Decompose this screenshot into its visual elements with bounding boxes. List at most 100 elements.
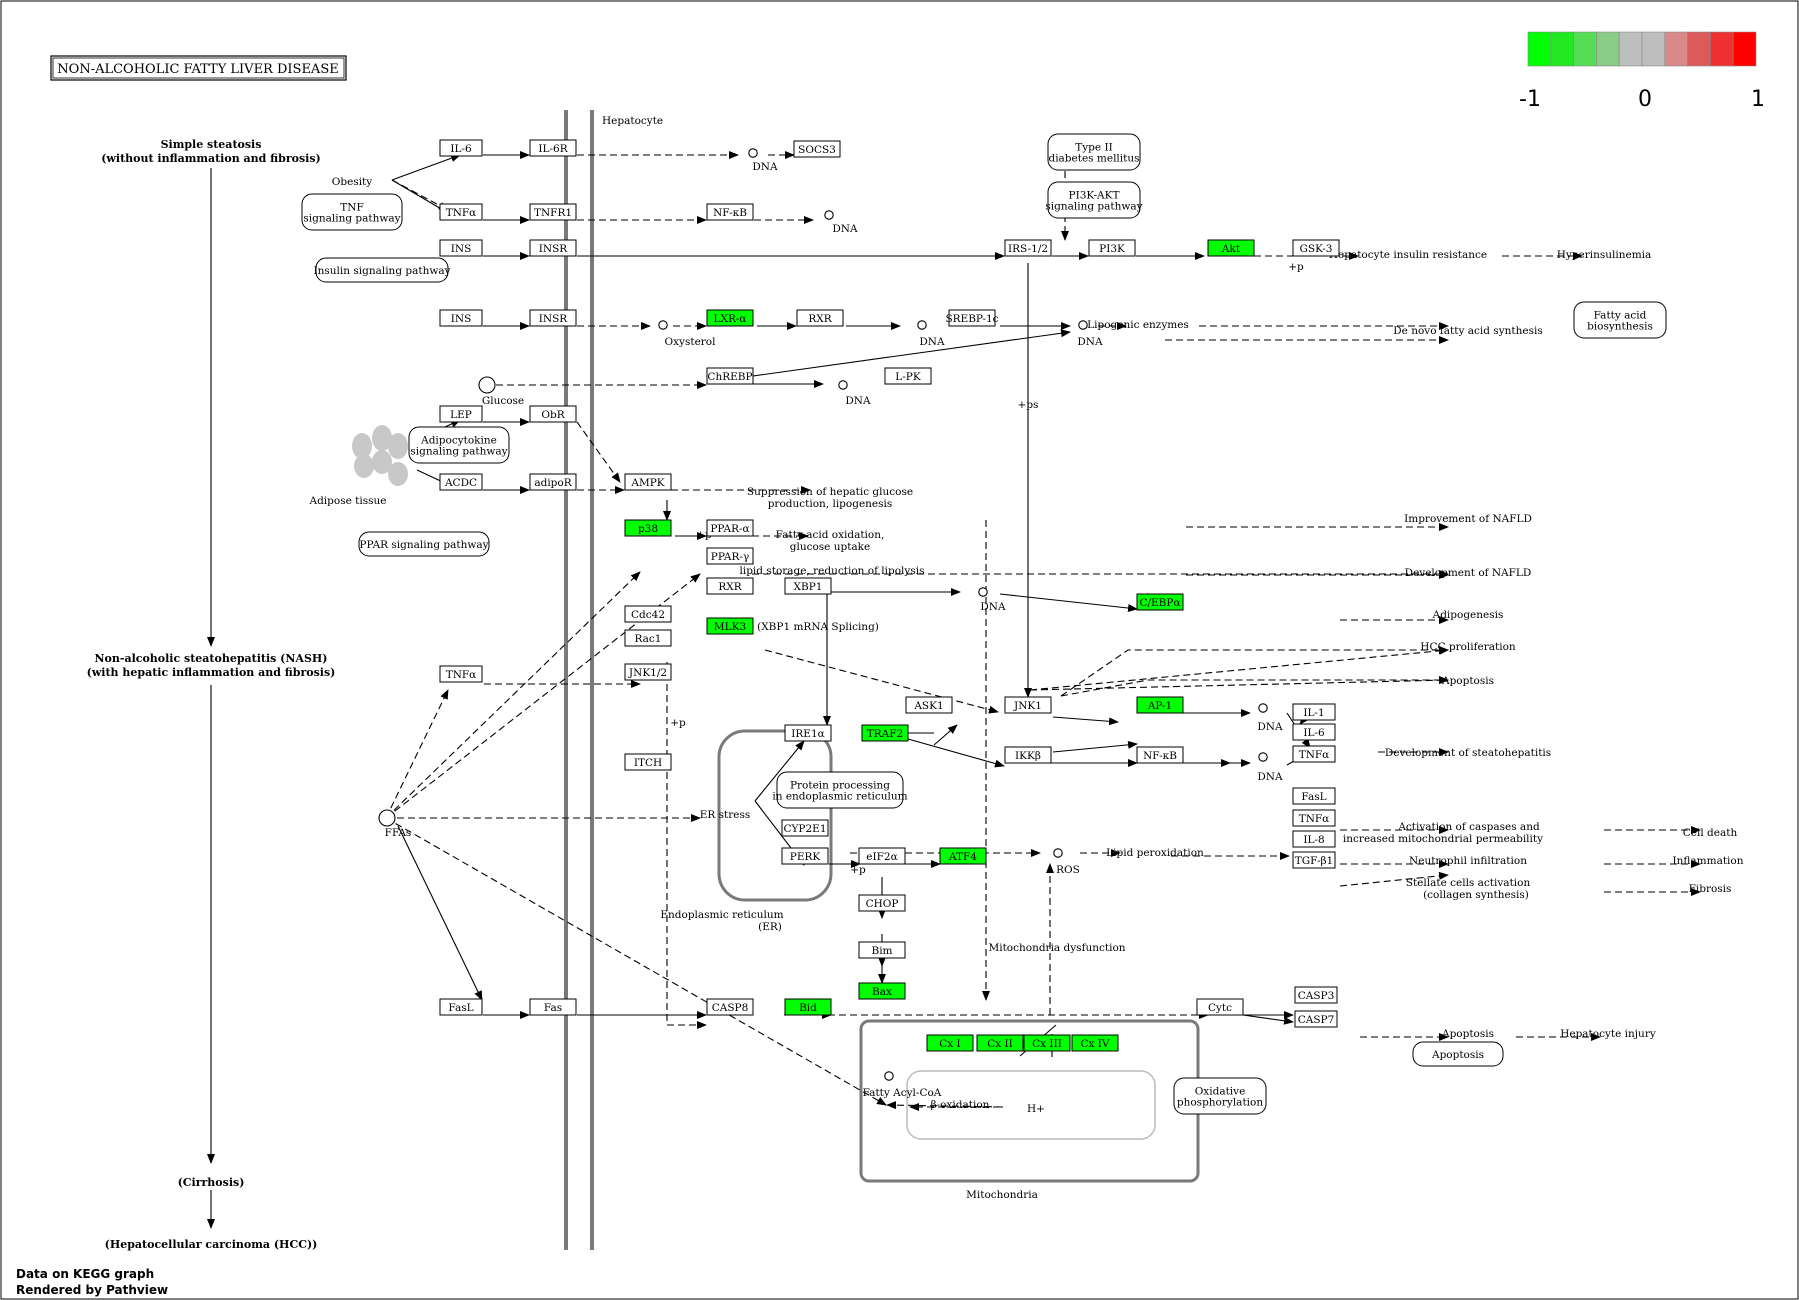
pathway-link-label[interactable]: signaling pathway <box>410 446 507 458</box>
gene-node[interactable]: Cytc <box>1196 998 1244 1016</box>
gene-node[interactable]: INSR <box>529 239 577 257</box>
gene-node[interactable]: ACDC <box>439 473 483 491</box>
gene-node[interactable]: Cx IV <box>1071 1034 1119 1052</box>
pathway-link-label[interactable]: in endoplasmic reticulum <box>772 791 907 803</box>
gene-node[interactable]: IL-8 <box>1292 830 1336 848</box>
gene-box[interactable] <box>858 847 906 865</box>
gene-node[interactable]: Rac1 <box>624 629 672 647</box>
gene-box[interactable] <box>624 473 672 491</box>
gene-node[interactable]: PPAR-α <box>706 519 754 537</box>
gene-box[interactable] <box>1294 1010 1338 1028</box>
gene-node[interactable]: ASK1 <box>905 696 953 714</box>
gene-node[interactable]: IL-6 <box>439 139 483 157</box>
compound-node[interactable] <box>748 148 758 158</box>
pathway-link-label[interactable]: diabetes mellitus <box>1048 153 1139 165</box>
gene-box[interactable] <box>1136 696 1184 714</box>
gene-node[interactable]: TNFα <box>439 203 483 221</box>
gene-box[interactable] <box>1292 723 1336 741</box>
gene-box[interactable] <box>439 405 483 423</box>
gene-box[interactable] <box>439 139 483 157</box>
gene-box[interactable] <box>439 203 483 221</box>
gene-box[interactable] <box>1292 745 1336 763</box>
gene-node[interactable]: CYP2E1 <box>781 819 829 837</box>
compound-node[interactable] <box>884 1071 894 1081</box>
gene-box[interactable] <box>1004 746 1052 764</box>
gene-node[interactable]: TNFα <box>1292 745 1336 763</box>
gene-box[interactable] <box>1292 239 1340 257</box>
gene-box[interactable] <box>439 998 483 1016</box>
gene-node[interactable]: IKKβ <box>1004 746 1052 764</box>
gene-node[interactable]: LXR-α <box>706 309 754 327</box>
gene-box[interactable] <box>784 724 832 742</box>
gene-box[interactable] <box>624 519 672 537</box>
gene-box[interactable] <box>796 309 844 327</box>
gene-box[interactable] <box>706 617 754 635</box>
gene-node[interactable]: FasL <box>1292 787 1336 805</box>
gene-node[interactable]: TNFα <box>439 665 483 683</box>
compound-node[interactable] <box>978 587 988 597</box>
gene-box[interactable] <box>1088 239 1136 257</box>
compound-node[interactable] <box>1078 320 1088 330</box>
gene-box[interactable] <box>784 577 832 595</box>
gene-node[interactable]: Cx I <box>926 1034 974 1052</box>
gene-box[interactable] <box>624 605 672 623</box>
pathway-link-box[interactable] <box>1412 1041 1504 1067</box>
gene-box[interactable] <box>439 239 483 257</box>
gene-node[interactable]: IL-6R <box>529 139 577 157</box>
gene-box[interactable] <box>706 519 754 537</box>
gene-box[interactable] <box>1136 746 1184 764</box>
gene-node[interactable]: TRAF2 <box>861 724 909 742</box>
gene-box[interactable] <box>1292 851 1336 869</box>
gene-box[interactable] <box>861 724 909 742</box>
gene-box[interactable] <box>884 367 932 385</box>
gene-node[interactable]: Cx II <box>976 1034 1024 1052</box>
compound-node[interactable] <box>1258 703 1268 713</box>
gene-box[interactable] <box>706 367 754 385</box>
gene-box[interactable] <box>529 239 577 257</box>
pathway-link-label[interactable]: PI3K-AKT <box>1069 190 1120 202</box>
gene-box[interactable] <box>706 203 754 221</box>
gene-node[interactable]: CHOP <box>858 894 906 912</box>
gene-node[interactable]: Cx III <box>1023 1034 1071 1052</box>
gene-box[interactable] <box>1004 239 1052 257</box>
pathway-link-box[interactable] <box>315 257 449 283</box>
pathway-link-label[interactable]: phosphorylation <box>1177 1097 1263 1109</box>
gene-box[interactable] <box>624 663 672 681</box>
pathway-link-label[interactable]: Adipocytokine <box>420 435 497 447</box>
gene-box[interactable] <box>439 473 483 491</box>
gene-box[interactable] <box>706 309 754 327</box>
pathway-link-label[interactable]: Protein processing <box>790 780 890 792</box>
compound-node[interactable] <box>378 809 396 827</box>
gene-node[interactable]: NF-κB <box>1136 746 1184 764</box>
compound-node[interactable] <box>658 320 668 330</box>
gene-node[interactable]: NF-κB <box>706 203 754 221</box>
gene-node[interactable]: PPAR-γ <box>706 547 754 565</box>
gene-node[interactable]: RXR <box>796 309 844 327</box>
gene-node[interactable]: SREBP-1c <box>945 309 999 327</box>
gene-box[interactable] <box>781 847 829 865</box>
gene-node[interactable]: AP-1 <box>1136 696 1184 714</box>
gene-box[interactable] <box>1294 986 1338 1004</box>
gene-node[interactable]: Fas <box>529 998 577 1016</box>
gene-node[interactable]: IRS-1/2 <box>1004 239 1052 257</box>
compound-node[interactable] <box>917 320 927 330</box>
pathway-link-label[interactable]: Oxidative <box>1195 1086 1246 1098</box>
gene-node[interactable]: CASP3 <box>1294 986 1338 1004</box>
gene-box[interactable] <box>1292 809 1336 827</box>
pathway-link-label[interactable]: signaling pathway <box>1045 201 1142 213</box>
gene-box[interactable] <box>1196 998 1244 1016</box>
pathway-link-box[interactable] <box>301 193 403 231</box>
gene-box[interactable] <box>1292 830 1336 848</box>
gene-box[interactable] <box>706 577 754 595</box>
compound-node[interactable] <box>1053 848 1063 858</box>
pathway-link-label[interactable]: signaling pathway <box>303 213 400 225</box>
gene-box[interactable] <box>939 847 987 865</box>
gene-node[interactable]: LEP <box>439 405 483 423</box>
gene-node[interactable]: TGF-β1 <box>1292 851 1336 869</box>
gene-node[interactable]: INS <box>439 239 483 257</box>
gene-box[interactable] <box>706 547 754 565</box>
gene-node[interactable]: Akt <box>1207 239 1255 257</box>
gene-box[interactable] <box>793 140 841 158</box>
gene-box[interactable] <box>529 203 577 221</box>
gene-box[interactable] <box>1023 1034 1071 1052</box>
